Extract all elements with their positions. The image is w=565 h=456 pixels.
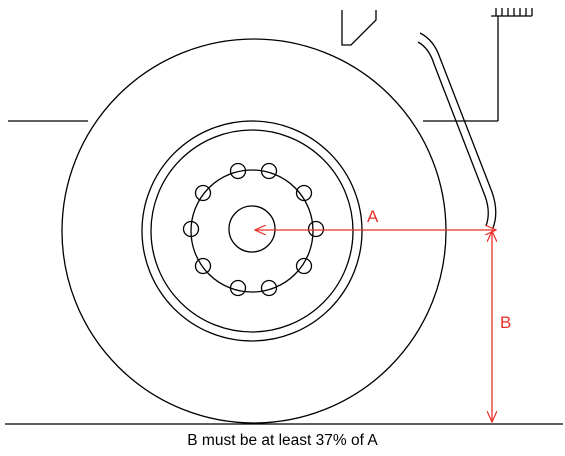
dimension-b-label: B (500, 313, 511, 332)
hanger-teeth (495, 8, 533, 16)
lug-nut (194, 257, 212, 275)
lug-nut (295, 184, 313, 202)
lug-nut (182, 220, 200, 238)
lug-nut (229, 279, 247, 297)
lug-nut (260, 162, 278, 180)
lug-nut (307, 220, 325, 238)
hub-center (228, 205, 276, 253)
lug-nut (229, 162, 247, 180)
diagram-caption: B must be at least 37% of A (187, 432, 378, 449)
tire-outer (61, 38, 447, 424)
upper-bracket (341, 10, 377, 46)
lug-nut (194, 184, 212, 202)
dimension-a-label: A (367, 207, 379, 226)
lug-nut (260, 279, 278, 297)
fender-rod-outer (419, 32, 497, 229)
rim-outer (141, 120, 363, 342)
fender-rod-inner (417, 41, 489, 227)
lug-nut (295, 257, 313, 275)
